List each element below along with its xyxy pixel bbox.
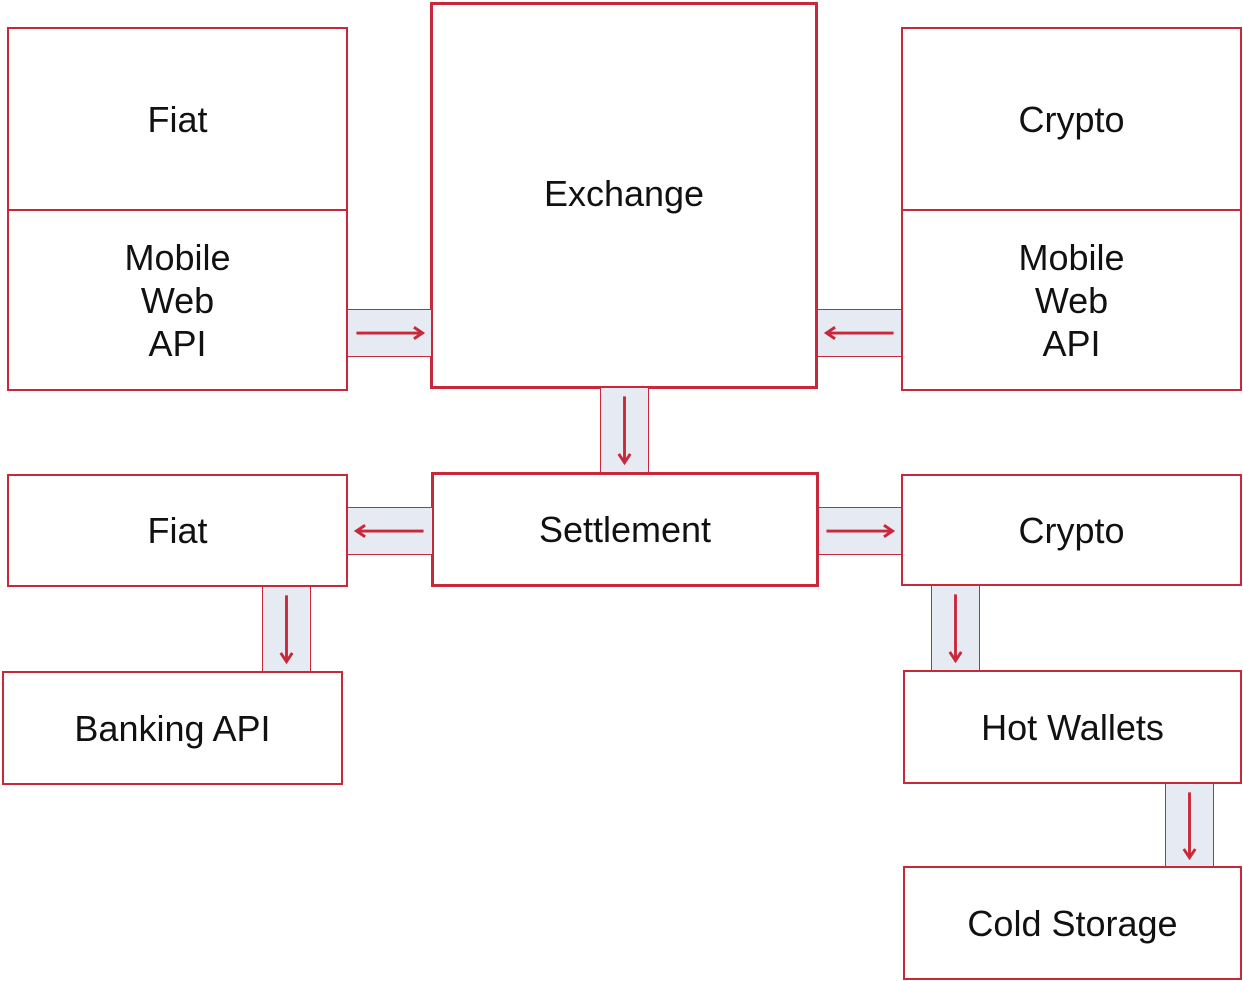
settlement-to-crypto-connector: [818, 507, 902, 555]
crypto-channel-mobile: Mobile: [1018, 236, 1125, 278]
hot-wallets-to-cold-storage-connector: [1165, 783, 1214, 868]
arrow-down-icon: [617, 396, 632, 466]
settlement-to-fiat-connector: [347, 507, 433, 555]
banking-api-label: Banking API: [74, 707, 271, 749]
crypto-channel-web: Web: [1034, 279, 1109, 321]
cold-storage-box: Cold Storage: [903, 866, 1242, 980]
crypto-to-hot-wallets-connector: [931, 585, 980, 671]
cold-storage-label: Cold Storage: [967, 902, 1178, 944]
arrow-down-icon: [948, 594, 963, 664]
fiat-settlement-label: Fiat: [147, 510, 208, 551]
fiat-channel-mobile: Mobile: [124, 236, 231, 278]
fiat-title: Fiat: [9, 29, 346, 211]
fiat-settlement-box: Fiat: [7, 474, 348, 587]
crypto-title: Crypto: [903, 29, 1240, 211]
settlement-box: Settlement: [431, 472, 819, 587]
crypto-channel-list: Mobile Web API: [903, 211, 1240, 389]
exchange-to-settlement-connector: [600, 387, 649, 473]
settlement-label: Settlement: [538, 509, 712, 550]
exchange-label: Exchange: [543, 173, 705, 214]
exchange-box: Exchange: [430, 2, 818, 389]
arrow-right-icon: [356, 326, 426, 340]
arrow-down-icon: [1182, 792, 1197, 861]
fiat-to-exchange-connector: [347, 309, 432, 357]
arrow-down-icon: [279, 595, 294, 665]
hot-wallets-box: Hot Wallets: [903, 670, 1242, 784]
fiat-channel-api: API: [148, 322, 207, 364]
fiat-channel-list: Mobile Web API: [9, 211, 346, 389]
fiat-channels-box: Fiat Mobile Web API: [7, 27, 348, 391]
hot-wallets-label: Hot Wallets: [981, 706, 1164, 748]
crypto-settlement-label: Crypto: [1018, 509, 1125, 551]
fiat-channel-web: Web: [140, 279, 215, 321]
arrow-right-icon: [826, 524, 896, 538]
banking-api-box: Banking API: [2, 671, 343, 785]
arrow-left-icon: [823, 326, 894, 340]
crypto-settlement-box: Crypto: [901, 474, 1242, 586]
crypto-to-exchange-connector: [817, 309, 902, 357]
arrow-left-icon: [353, 524, 424, 538]
crypto-channel-api: API: [1042, 322, 1101, 364]
crypto-channels-box: Crypto Mobile Web API: [901, 27, 1242, 391]
fiat-to-banking-connector: [262, 586, 311, 672]
